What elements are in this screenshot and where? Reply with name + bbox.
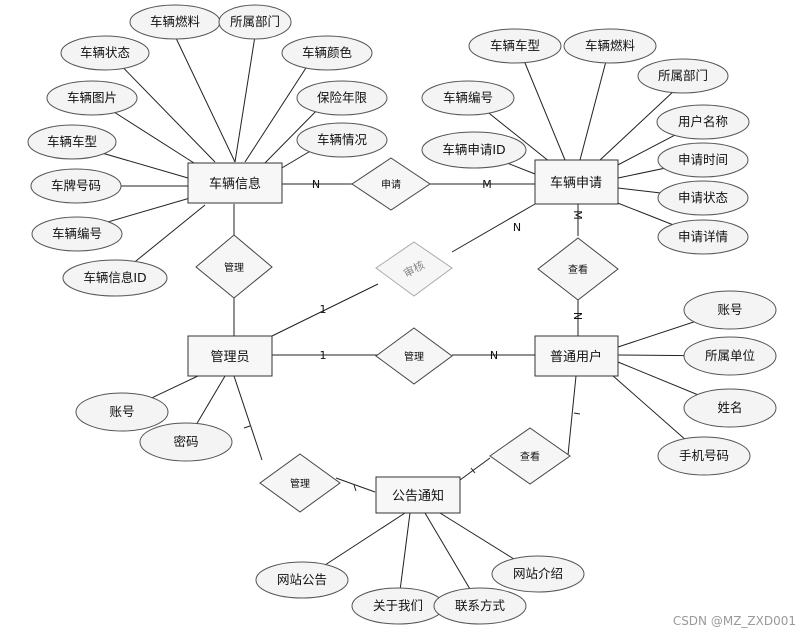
attribute-contact: 联系方式 [433,587,527,625]
attribute-vehicle-model: 车辆车型 [27,124,117,160]
relationship-manage-notice: 管理 [259,453,341,513]
attribute-department: 所属部门 [218,4,292,40]
attribute-vehicle-image: 车辆图片 [46,80,138,116]
attribute-label: 车辆颜色 [302,45,353,60]
relationship-apply: 申请 [351,157,431,211]
cardinality-label: M [482,178,492,191]
attribute-label: 用户名称 [678,114,728,129]
attribute-label: 车牌号码 [51,178,101,193]
relationship-label: 管理 [290,477,310,490]
attribute-vehicle-status: 车辆状态 [60,35,150,71]
attribute-user-name: 姓名 [683,388,777,428]
relationship-audit: 审核 [375,241,453,297]
attribute-apply-vehicle-number: 车辆编号 [421,80,515,116]
watermark: CSDN @MZ_ZXD001 [672,614,796,628]
attribute-label: 手机号码 [679,448,729,463]
attribute-label: 账号 [717,302,742,317]
attribute-vehicle-color: 车辆颜色 [281,35,373,71]
attribute-plate-number: 车牌号码 [30,168,122,204]
relationship-label: 查看 [520,450,540,463]
attribute-about-us: 关于我们 [351,587,445,625]
attribute-label: 车辆申请ID [442,142,505,157]
attribute-label: 车辆编号 [52,226,102,241]
attribute-label: 所属单位 [705,348,755,363]
connector-lines [63,35,731,607]
attribute-label: 网站介绍 [513,566,563,581]
entity-label: 管理员 [210,350,249,365]
attribute-label: 申请时间 [678,152,728,167]
entity-notice: 公告通知 [375,476,461,514]
attribute-label: 车辆编号 [443,90,493,105]
attribute-label: 所属部门 [658,68,708,83]
cardinality-label: N [490,349,498,362]
attribute-label: 车辆车型 [490,38,540,53]
attribute-insurance-years: 保险年限 [296,80,388,116]
attribute-label: 网站公告 [277,572,327,587]
attribute-vehicle-number: 车辆编号 [31,216,123,252]
cardinality-label: 1 [320,349,327,362]
cardinality-label: 1 [320,303,327,316]
attribute-vehicle-info-id: 车辆信息ID [62,259,168,297]
cardinality-ticks [243,412,581,492]
attribute-apply-department: 所属部门 [637,58,729,94]
entity-admin: 管理员 [187,335,273,377]
attribute-label: 车辆图片 [67,90,117,105]
attribute-label: 姓名 [717,400,742,415]
entity-label: 公告通知 [392,488,444,504]
attribute-vehicle-fuel: 车辆燃料 [129,4,221,40]
relationship-view-apply: 查看 [537,237,619,301]
attribute-label: 所属部门 [230,14,280,29]
entity-label: 车辆申请 [550,175,602,191]
attribute-label: 车辆燃料 [150,14,201,29]
attribute-label: 车辆情况 [317,132,368,147]
attributes: 车辆燃料 所属部门 车辆状态 车辆颜色 车辆图片 保险年限 车辆车型 车辆情况 … [27,4,777,625]
attribute-apply-id: 车辆申请ID [421,131,527,169]
relationship-label: 申请 [381,178,401,191]
entity-vehicle-apply: 车辆申请 [534,159,619,205]
attribute-label: 车辆状态 [80,45,130,60]
attribute-label: 关于我们 [373,598,423,613]
attribute-user-unit: 所属单位 [683,336,777,376]
entity-vehicle-info: 车辆信息 [187,162,283,204]
attribute-label: 密码 [173,434,198,449]
cardinality-label: N [513,221,521,234]
attribute-site-notice: 网站公告 [255,561,349,599]
attribute-label: 账号 [109,404,134,419]
attribute-apply-time: 申请时间 [657,142,749,178]
attribute-user-account: 账号 [683,290,777,330]
attribute-label: 车辆车型 [47,134,97,149]
attribute-apply-detail: 申请详情 [657,219,749,255]
cardinality-label: N [571,312,584,320]
relationship-manage-vehicle: 管理 [195,234,273,299]
relationship-view-notice: 查看 [489,427,571,485]
attribute-admin-password: 密码 [139,422,233,462]
relationship-manage-user: 管理 [375,327,453,385]
attribute-label: 车辆信息ID [83,270,146,285]
attribute-user-phone: 手机号码 [657,436,751,476]
attribute-apply-model: 车辆车型 [468,28,562,64]
relationship-label: 查看 [568,263,588,276]
entity-label: 普通用户 [550,349,602,365]
attribute-label: 车辆燃料 [585,38,636,53]
attribute-site-intro: 网站介绍 [491,555,585,593]
attribute-admin-account: 账号 [75,392,169,432]
attribute-label: 申请详情 [678,229,728,244]
attribute-vehicle-condition: 车辆情况 [296,122,388,158]
cardinality-label: N [312,178,320,191]
entity-user: 普通用户 [534,335,619,377]
cardinality-label: M [571,210,584,220]
relationship-label: 管理 [404,350,424,363]
attribute-apply-status: 申请状态 [657,180,749,216]
attribute-label: 申请状态 [678,190,728,205]
attribute-label: 保险年限 [317,90,368,105]
relationship-label: 管理 [224,261,244,274]
attribute-apply-fuel: 车辆燃料 [563,28,657,64]
attribute-user-name: 用户名称 [656,104,750,140]
attribute-label: 联系方式 [455,598,506,613]
entity-label: 车辆信息 [209,176,261,192]
